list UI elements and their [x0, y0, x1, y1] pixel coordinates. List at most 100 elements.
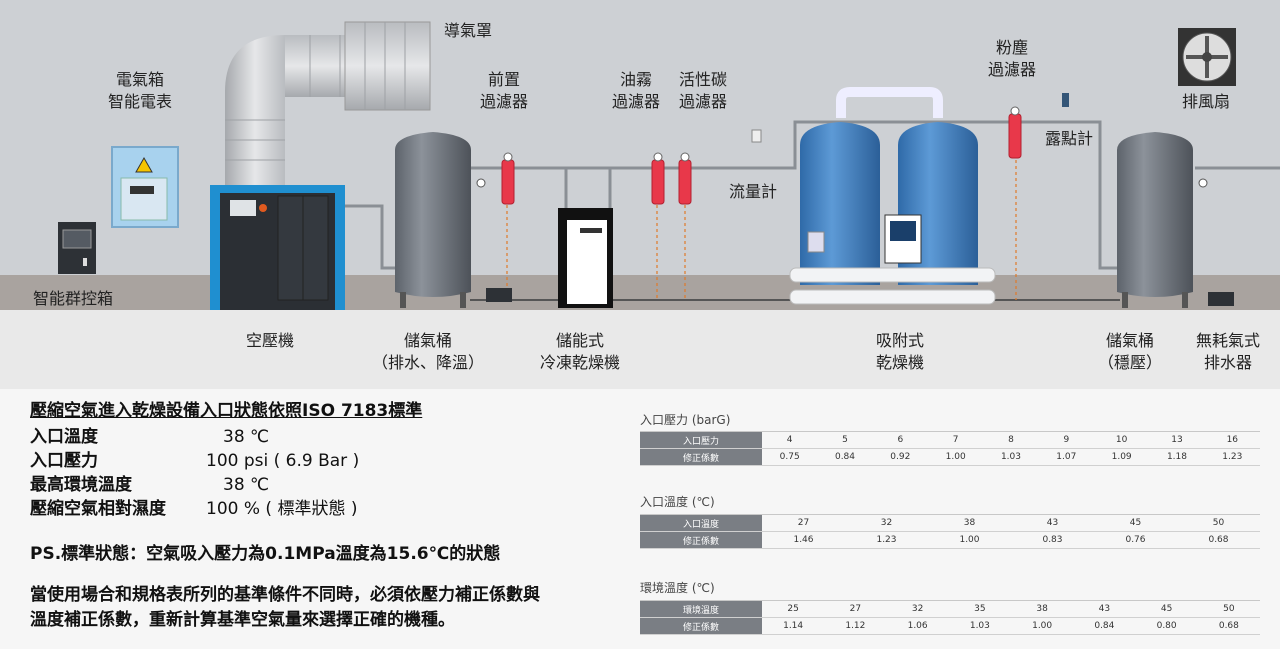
label-control-box: 智能群控箱: [33, 289, 114, 308]
flow-meter-device: [751, 129, 762, 143]
table-cell: 0.84: [817, 448, 873, 466]
spec-section: 壓縮空氣進入乾燥設備入口狀態依照ISO 7183標準 入口溫度 38 ℃ 入口壓…: [0, 389, 1280, 649]
row-header: 環境溫度: [640, 600, 762, 618]
table-cell: 32: [845, 514, 928, 532]
label-refrigerated-dryer: 儲能式 冷凍乾燥機: [540, 331, 621, 372]
table-cell: 35: [948, 600, 1011, 618]
table-cell: 38: [1011, 600, 1074, 618]
table-cell: 1.07: [1038, 448, 1094, 466]
label-electric-box: 電氣箱 智能電表: [108, 70, 173, 111]
table-cell: 4: [762, 431, 818, 449]
label-adsorption-dryer: 吸附式 乾燥機: [876, 331, 925, 372]
table-cell: 0.68: [1197, 617, 1260, 635]
smart-control-box: [58, 222, 96, 274]
refrigerated-dryer: [558, 208, 613, 308]
table-cell: 0.68: [1177, 531, 1260, 549]
label-activated-carbon-filter: 活性碳 過濾器: [679, 70, 728, 111]
air-hood-duct: [225, 21, 431, 185]
table-cell: 27: [762, 514, 845, 532]
table-cell: 1.23: [845, 531, 928, 549]
label-drain: 無耗氣式 排水器: [1196, 331, 1261, 372]
air-tank-2: [1117, 132, 1208, 308]
table-cell: 1.06: [886, 617, 949, 635]
dew-point-sensor: [1062, 93, 1069, 107]
selection-note: 當使用場合和規格表所列的基準條件不同時，必須依壓力補正係數與 溫度補正係數，重新…: [30, 585, 540, 630]
spec-row: 入口溫度 38 ℃: [30, 427, 270, 447]
standard-state-note: PS.標準狀態：空氣吸入壓力為0.1MPa溫度為15.6℃的狀態: [30, 544, 501, 564]
row-header: 修正係數: [640, 531, 762, 549]
label-pre-filter: 前置 過濾器: [480, 70, 529, 111]
table-cell: 10: [1093, 431, 1150, 449]
row-header: 入口壓力: [640, 431, 762, 449]
table-cell: 1.23: [1204, 448, 1260, 466]
row-header: 修正係數: [640, 448, 762, 466]
table-cell: 43: [1011, 514, 1094, 532]
table-cell: 27: [824, 600, 887, 618]
main-pipes: [345, 120, 1280, 301]
table-cell: 1.00: [928, 531, 1011, 549]
table-cell: 1.00: [927, 448, 984, 466]
row-header: 入口溫度: [640, 514, 762, 532]
table-cell: 5: [817, 431, 873, 449]
table-cell: 1.03: [948, 617, 1011, 635]
table-cell: 0.75: [762, 448, 818, 466]
table-cell: 1.46: [762, 531, 845, 549]
row-header: 修正係數: [640, 617, 762, 635]
table-cell: 25: [762, 600, 825, 618]
label-dust-filter: 粉塵 過濾器: [988, 38, 1037, 79]
table-cell: 45: [1135, 600, 1198, 618]
table-cell: 0.83: [1011, 531, 1094, 549]
adsorption-dryer: [789, 87, 996, 305]
table-cell: 13: [1149, 431, 1205, 449]
spec-title: 壓縮空氣進入乾燥設備入口狀態依照ISO 7183標準: [30, 401, 423, 421]
table-cell: 1.03: [983, 448, 1039, 466]
label-tank-2: 儲氣桶 （穩壓）: [1098, 331, 1163, 372]
table-cell: 9: [1038, 431, 1094, 449]
table-cell: 6: [872, 431, 928, 449]
table-cell: 38: [928, 514, 1011, 532]
label-oil-mist-filter: 油霧 過濾器: [612, 70, 661, 111]
table-cell: 50: [1177, 514, 1260, 532]
table-cell: 1.12: [824, 617, 887, 635]
electric-meter-box: [111, 146, 179, 228]
table-title-inlet-temp: 入口溫度 (℃): [640, 495, 715, 509]
table-cell: 0.92: [872, 448, 928, 466]
table-cell: 43: [1073, 600, 1136, 618]
table-cell: 45: [1094, 514, 1177, 532]
table-cell: 0.84: [1073, 617, 1136, 635]
label-hood: 導氣罩: [444, 21, 493, 40]
exhaust-fan: [1178, 28, 1236, 86]
spec-row: 最高環境溫度 38 ℃: [30, 475, 270, 495]
table-cell: 50: [1197, 600, 1260, 618]
table-cell: 0.80: [1135, 617, 1198, 635]
label-compressor: 空壓機: [246, 331, 295, 350]
label-flow-meter: 流量計: [729, 182, 778, 201]
table-cell: 8: [983, 431, 1039, 449]
table-cell: 1.00: [1011, 617, 1074, 635]
table-title-ambient-temp: 環境溫度 (℃): [640, 581, 715, 595]
table-cell: 16: [1204, 431, 1260, 449]
table-cell: 0.76: [1094, 531, 1177, 549]
air-system-diagram: 導氣罩 電氣箱 智能電表 前置 過濾器 油霧 過濾器 活性碳 過濾器 粉塵 過濾…: [0, 0, 1280, 389]
air-tank-1: [395, 132, 486, 308]
table-cell: 1.14: [762, 617, 825, 635]
table-cell: 32: [886, 600, 949, 618]
label-exhaust-fan: 排風扇: [1182, 92, 1231, 111]
diagram-artwork: [0, 0, 1280, 389]
filters: [501, 113, 1022, 205]
table-cell: 1.09: [1093, 448, 1150, 466]
label-dew-meter: 露點計: [1045, 129, 1094, 148]
table-title-pressure: 入口壓力 (barG): [640, 413, 731, 427]
table-cell: 1.18: [1149, 448, 1205, 466]
